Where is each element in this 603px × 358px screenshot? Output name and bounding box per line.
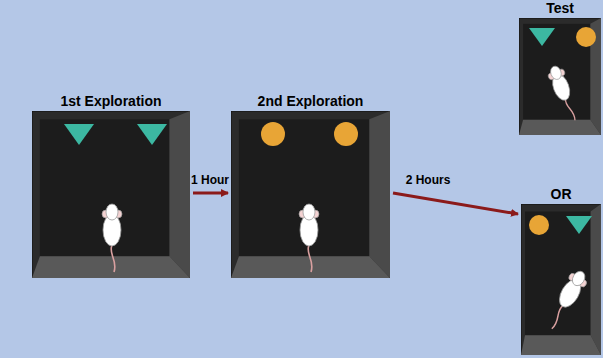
mouse (299, 204, 319, 272)
triangle-object (64, 124, 94, 145)
mouse (542, 267, 591, 332)
circle-object (576, 27, 596, 47)
arena-box: OR (521, 204, 601, 355)
mouse (102, 204, 122, 272)
time-arrow (193, 192, 228, 195)
arena-heading: Test (546, 0, 574, 16)
time-arrow (393, 193, 518, 214)
arena (231, 111, 390, 278)
delay-label: 1 Hour (191, 173, 229, 187)
arena-heading: OR (551, 186, 572, 202)
arena-box: Test (519, 18, 601, 135)
arena (32, 111, 190, 278)
arena-heading: 1st Exploration (60, 93, 161, 109)
circle-object (261, 122, 285, 146)
triangle-object (566, 216, 592, 234)
delay-label: 2 Hours (406, 173, 451, 187)
circle-object (529, 215, 549, 235)
arena-box: 1st Exploration (32, 111, 190, 278)
triangle-object (137, 124, 167, 145)
arena (519, 18, 601, 135)
mouse (546, 64, 582, 124)
arena-box: 2nd Exploration (231, 111, 390, 278)
arena (521, 204, 601, 355)
arena-heading: 2nd Exploration (258, 93, 364, 109)
triangle-object (529, 28, 555, 46)
circle-object (334, 122, 358, 146)
